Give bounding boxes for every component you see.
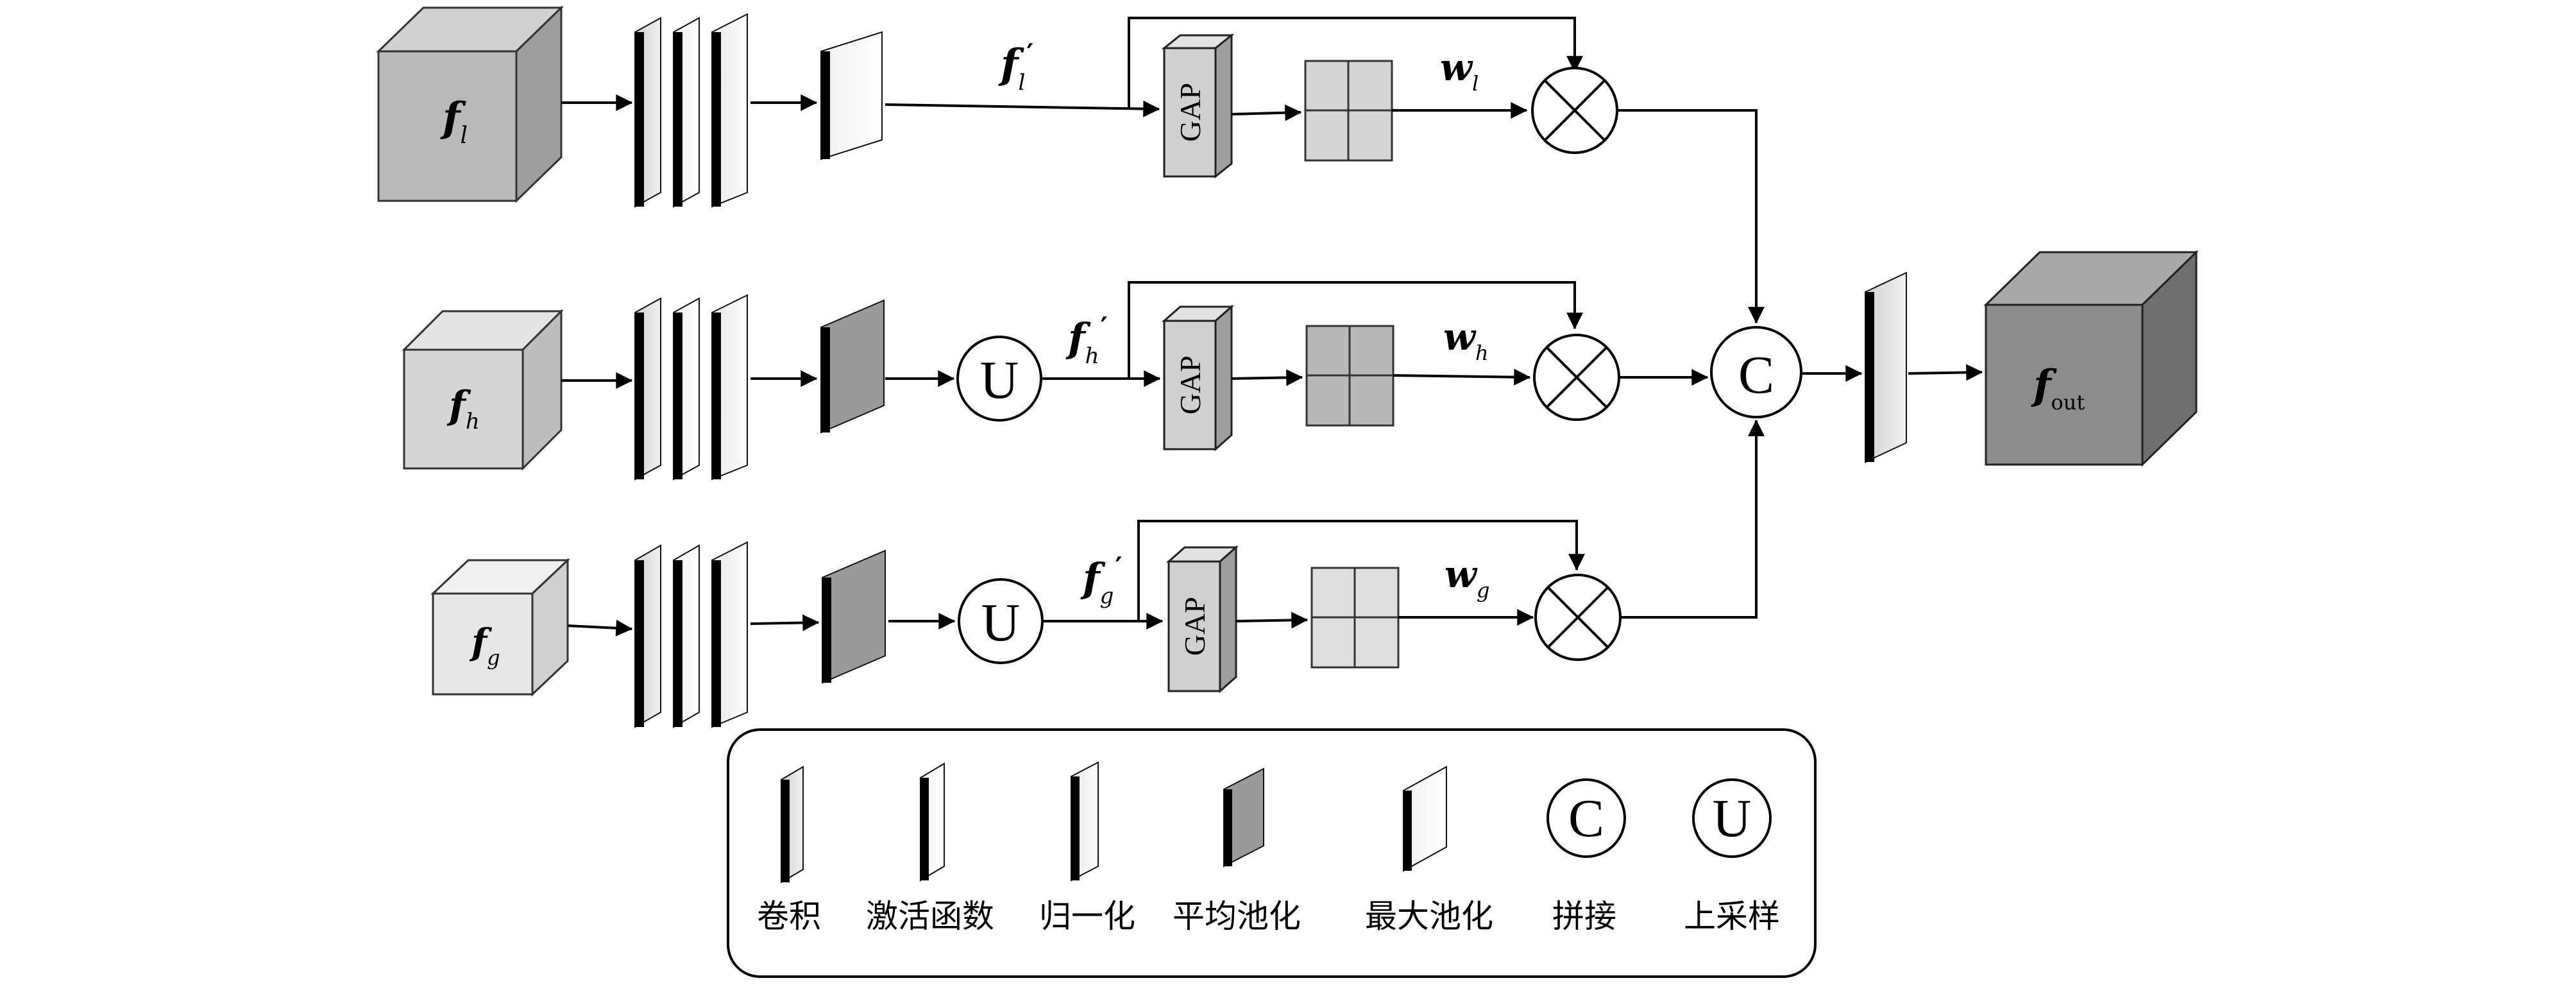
conv-block-g (634, 541, 748, 728)
multiply-operator-g (1534, 574, 1622, 661)
legend-label-normalization: 归一化 (1039, 898, 1135, 935)
gap-block-g: GAP (1166, 545, 1239, 694)
gap-block-h: GAP (1162, 304, 1234, 452)
concat-operator: C (1710, 326, 1802, 418)
gap-label-l: GAP (1174, 83, 1207, 142)
svg-text:U: U (980, 350, 1019, 410)
arrow-weight-to-mul-h (1393, 368, 1531, 386)
multiply-operator-h (1533, 334, 1620, 421)
weight-label-wh: wh (1443, 315, 1489, 365)
legend-item-avg-pool: 平均池化 (1173, 767, 1301, 935)
row-l: fl fl′ GAP (376, 5, 1765, 324)
upsample-operator-g: U (958, 578, 1044, 664)
avg-pool-h (820, 299, 885, 434)
gap-block-l: GAP (1161, 33, 1235, 179)
weight-grid-g (1310, 567, 1400, 669)
weight-grid-l (1304, 60, 1393, 162)
svg-text:U: U (981, 593, 1021, 653)
gap-label-g: GAP (1178, 597, 1211, 656)
legend-label-upsample: 上采样 (1684, 898, 1780, 935)
legend-box (727, 728, 1817, 978)
output-label: fout (2031, 361, 2085, 415)
legend: 卷积 激活函数 归一化 平均池化 最大池化 C 拼接 U (727, 728, 1817, 978)
arrow-pool-to-gap-l (885, 100, 1160, 117)
gap-label-h: GAP (1174, 355, 1207, 415)
legend-label-max-pool: 最大池化 (1365, 898, 1493, 935)
legend-label-concat: 拼接 (1552, 898, 1616, 935)
skip-arrow-g (1137, 520, 1585, 621)
legend-concat-symbol: C (1568, 789, 1604, 848)
output-cube: fout (1983, 250, 2199, 467)
feature-label-fh-prime: fh′ (1065, 311, 1108, 369)
legend-item-normalization: 归一化 (1039, 761, 1135, 935)
arrow-mul-g-to-concat (1620, 419, 1765, 619)
weight-grid-h (1305, 325, 1394, 427)
arrow-mul-l-to-concat (1617, 109, 1765, 324)
legend-item-concat: C 拼接 (1546, 778, 1626, 935)
legend-item-activation: 激活函数 (866, 762, 994, 935)
row-h: fh U fh′ GAP (402, 281, 1709, 481)
legend-label-activation: 激活函数 (866, 898, 994, 935)
arrow-gap-to-weight-g (1235, 612, 1309, 629)
arrow-gap-to-weight-h (1231, 369, 1303, 386)
output-conv (1865, 271, 1907, 463)
input-cube-fh: fh (402, 309, 564, 471)
arrow-conv-to-output (1908, 364, 1983, 381)
legend-item-upsample: U 上采样 (1684, 778, 1780, 935)
feature-label-fg-prime: fg′ (1080, 551, 1123, 609)
weight-label-wg: wg (1445, 552, 1489, 603)
arrow-gap-to-weight-l (1231, 104, 1302, 121)
avg-pool-g (822, 549, 886, 684)
conv-block-l (634, 13, 748, 208)
conv-block-h (634, 294, 748, 481)
legend-label-conv: 卷积 (757, 898, 821, 935)
input-cube-fg: fg (430, 558, 570, 697)
row-g: fg U fg′ GAP (430, 419, 1765, 728)
multiply-operator-l (1531, 67, 1618, 154)
max-pool-l (820, 31, 883, 160)
arrow-block-to-pool-g (750, 614, 820, 631)
skip-arrow-l (1128, 17, 1583, 109)
legend-upsample-symbol: U (1713, 789, 1752, 848)
upsample-operator-h: U (956, 336, 1042, 422)
svg-text:C: C (1738, 345, 1774, 405)
legend-item-max-pool: 最大池化 (1365, 766, 1493, 935)
arrow-input-to-block-g (567, 619, 633, 637)
feature-label-fl-prime: fl′ (998, 38, 1033, 96)
weight-label-wl: wl (1440, 46, 1479, 96)
input-cube-fl: fl (376, 5, 564, 203)
legend-label-avg-pool: 平均池化 (1173, 898, 1301, 935)
legend-item-conv: 卷积 (757, 766, 821, 935)
skip-arrow-h (1128, 281, 1583, 379)
